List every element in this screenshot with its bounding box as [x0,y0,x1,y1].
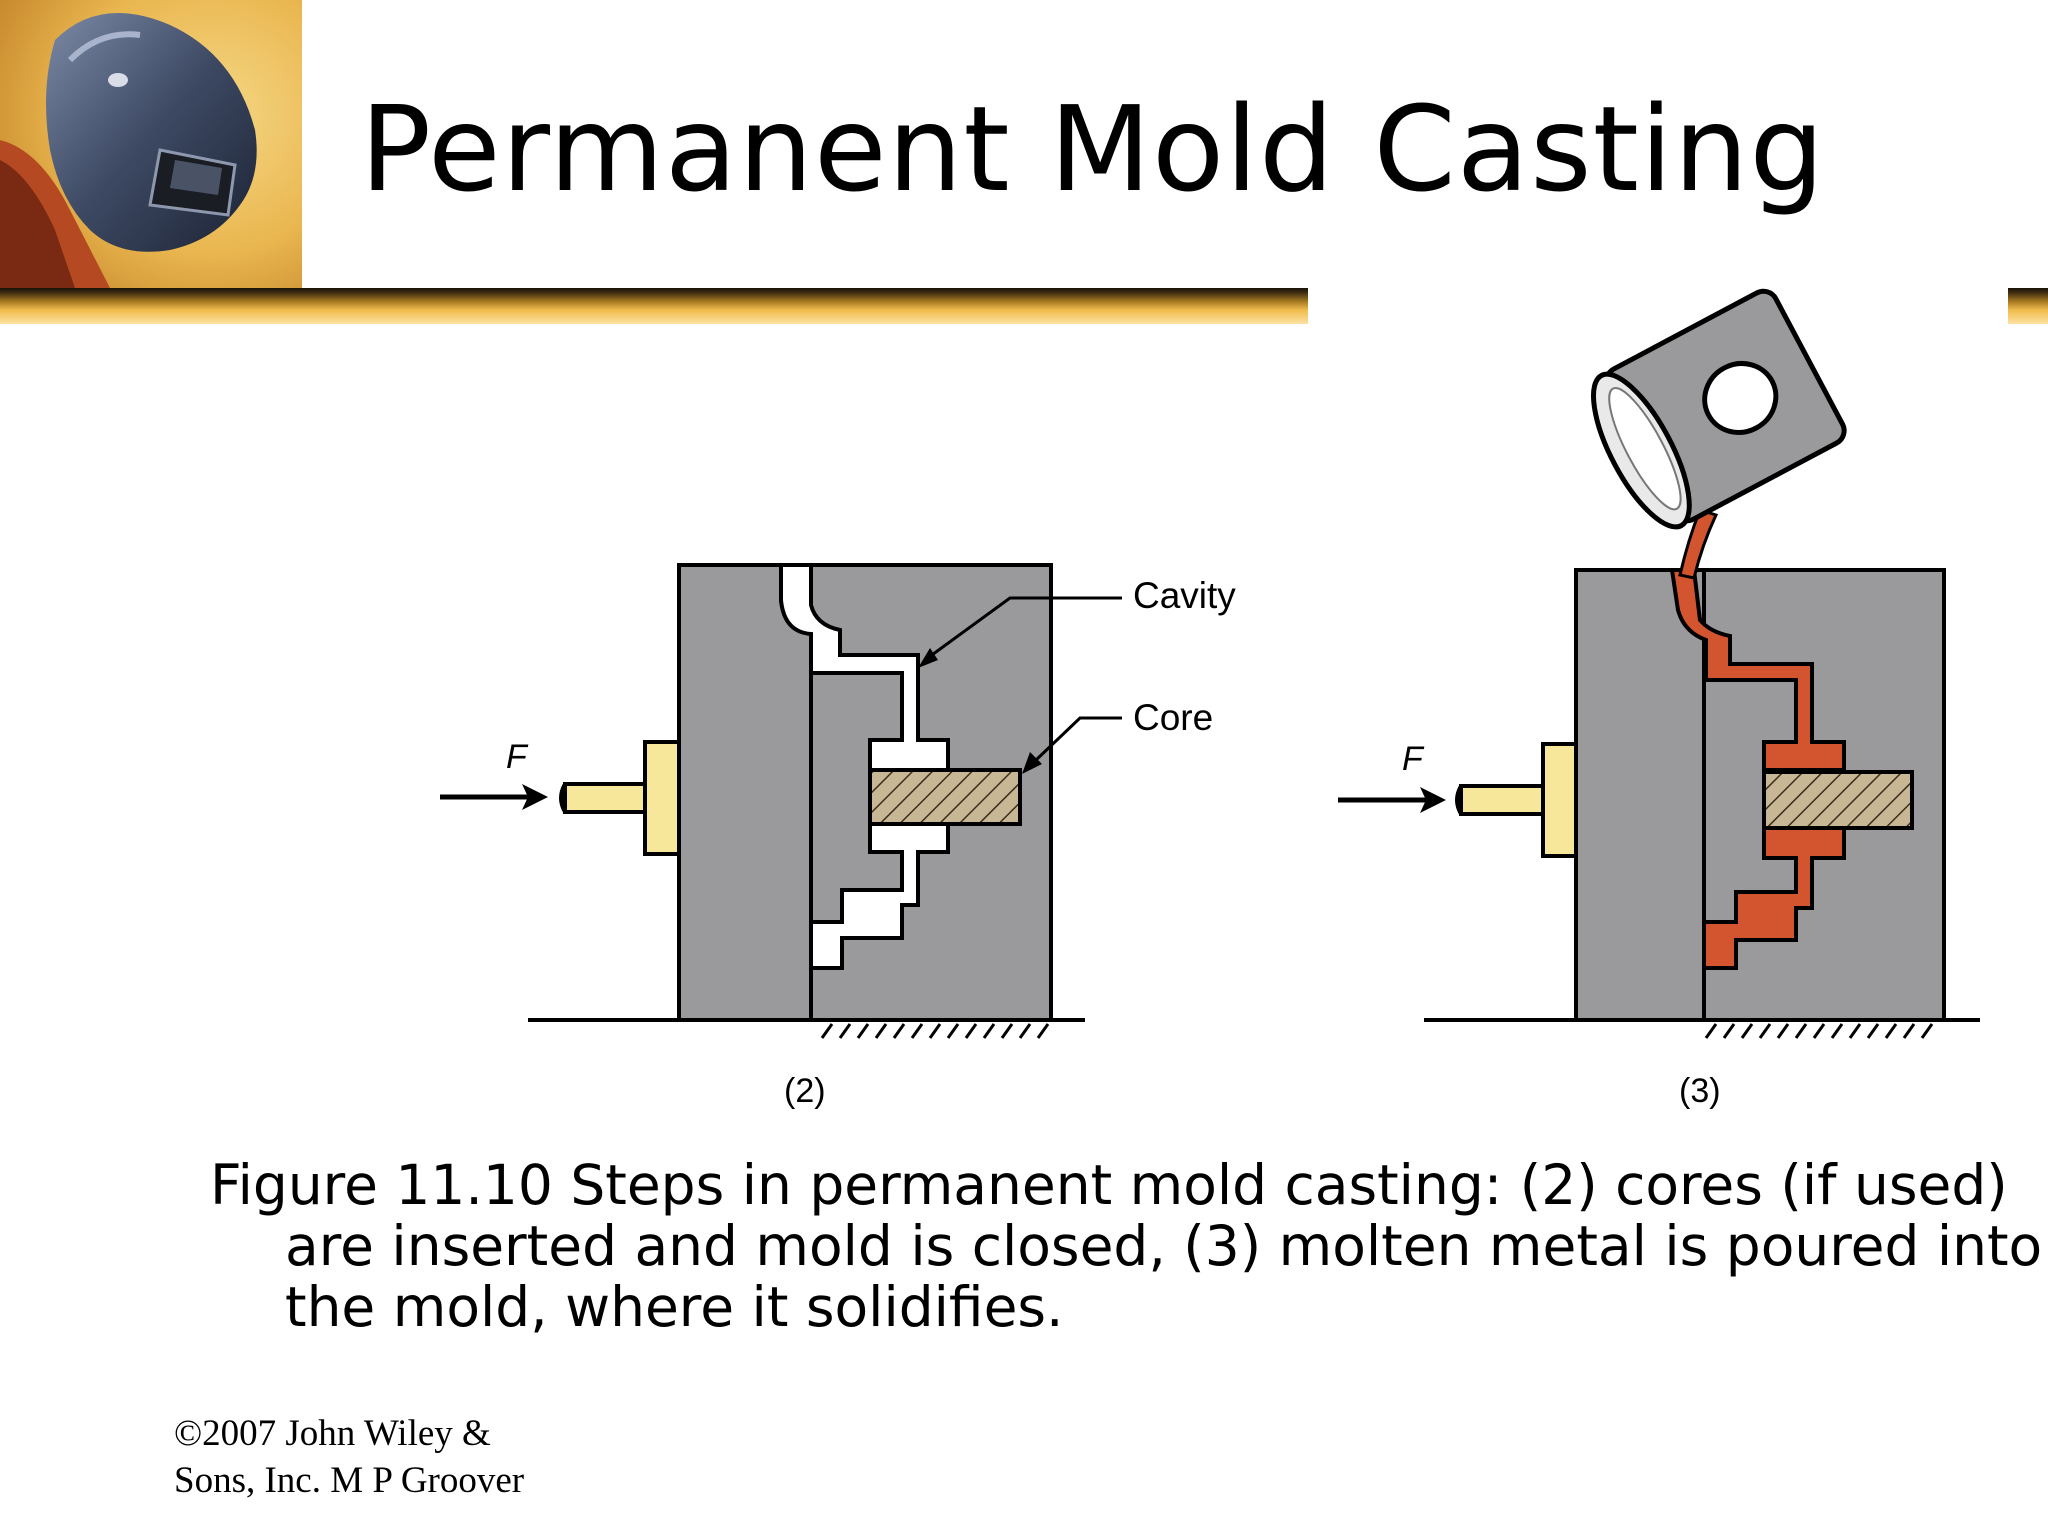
cavity-leader-arrow [918,648,938,668]
slide-title: Permanent Mold Casting [360,80,1826,218]
header-bar [0,288,1308,324]
push-rod [563,782,647,814]
force-arrow-icon [1420,787,1446,813]
figure-caption: Figure 11.10 Steps in permanent mold cas… [210,1153,2043,1339]
step-2-diagram: Cavity Core F (2) [440,563,1236,1110]
core-label: Core [1133,697,1213,738]
core [868,768,1022,826]
cavity-label: Cavity [1133,575,1236,616]
ground-hatch [820,1023,1050,1039]
force-label-left: F [506,738,529,776]
step-3-label: (3) [1679,1072,1721,1110]
core [1762,770,1914,830]
cavity-lower [809,816,950,970]
pouring-stream [1678,508,1719,580]
force-label-right: F [1402,740,1425,778]
ejector-block [643,740,681,856]
molten-metal-lower [1702,824,1846,970]
ladle-icon [1590,288,1847,530]
core-leader-arrow [1022,752,1042,774]
step-3-diagram: F (3) [1338,288,1980,1110]
step-2-label: (2) [784,1072,826,1110]
force-arrow-icon [522,784,548,810]
header-bar-accent [2008,288,2048,324]
welder-helmet-icon [0,0,302,288]
copyright-note: ©2007 John Wiley & Sons, Inc. M P Groove… [174,1413,525,1501]
